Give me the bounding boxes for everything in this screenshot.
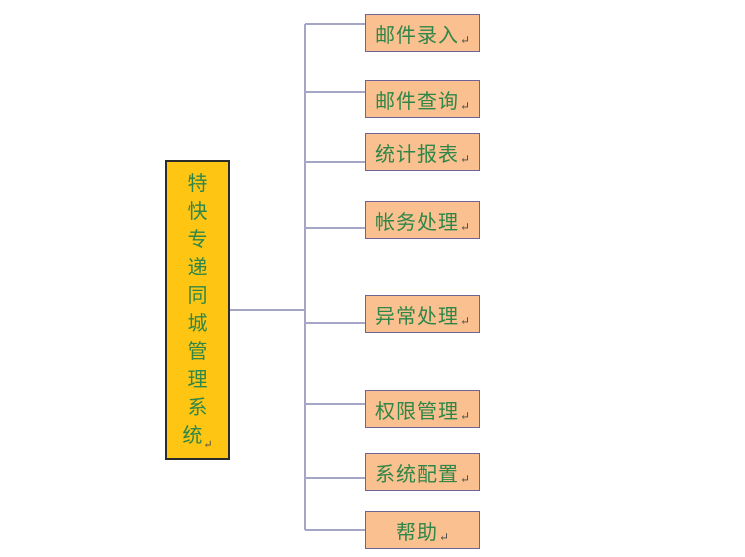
root-label-char: 同 [187,285,208,307]
paragraph-return-icon: ↵ [459,409,471,423]
root-label-char: 专 [187,229,208,251]
root-label-char: 递 [187,257,208,279]
module-node-label: 系统配置 [374,463,459,486]
root-label-char: 统↵ [182,422,213,451]
module-node-label: 统计报表 [374,143,459,166]
module-node: 邮件录入↵ [365,14,480,52]
root-label-char: 快 [187,201,208,223]
module-node: 邮件查询↵ [365,80,480,118]
module-node-label: 帐务处理 [374,211,459,234]
paragraph-return-icon: ↵ [459,99,471,113]
module-node-label: 权限管理 [374,400,459,423]
module-node: 帐务处理↵ [365,201,480,239]
root-label-char-text: 统 [182,425,203,447]
module-node-label: 帮助 [395,521,438,544]
root-node: 特快专递同城管理系统↵ [165,160,230,460]
root-label-char: 城 [187,313,208,335]
paragraph-return-icon: ↵ [438,530,450,544]
module-node-label: 异常处理 [374,305,459,328]
module-node: 帮助↵ [365,511,480,549]
paragraph-return-icon: ↵ [459,472,471,486]
paragraph-return-icon: ↵ [459,33,471,47]
root-label-char: 管 [187,341,208,363]
module-node: 异常处理↵ [365,295,480,333]
root-label-char: 理 [187,369,208,391]
paragraph-return-icon: ↵ [459,152,471,166]
root-label-char: 特 [187,173,208,195]
module-node: 系统配置↵ [365,453,480,491]
root-node-label: 特快专递同城管理系统↵ [182,170,213,451]
root-label-char: 系 [187,397,208,419]
module-node-label: 邮件录入 [374,24,459,47]
paragraph-return-icon: ↵ [459,220,471,234]
paragraph-return-icon: ↵ [459,314,471,328]
module-node: 权限管理↵ [365,390,480,428]
paragraph-return-icon: ↵ [203,439,213,451]
module-node-label: 邮件查询 [374,90,459,113]
module-node: 统计报表↵ [365,133,480,171]
